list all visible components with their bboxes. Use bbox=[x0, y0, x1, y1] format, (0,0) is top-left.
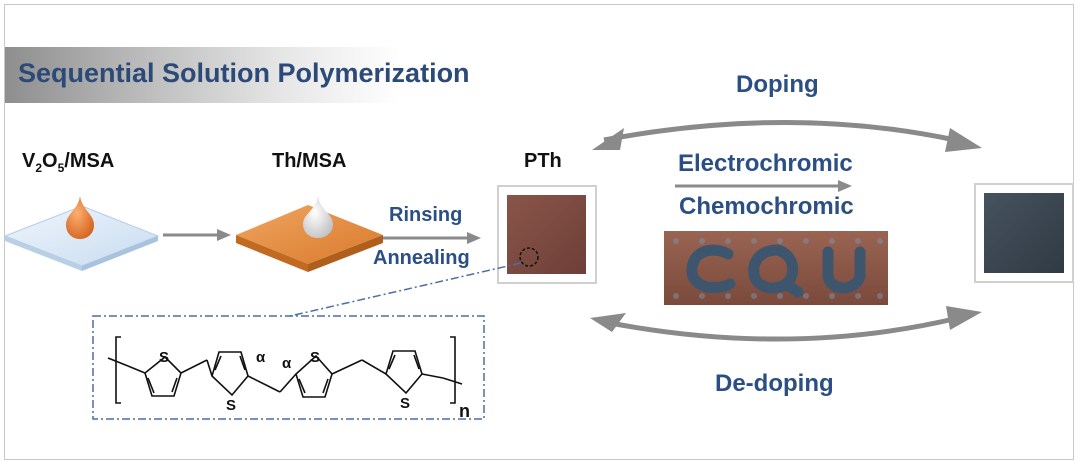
cqu-pattern-strip bbox=[664, 231, 888, 305]
th-msa-label: Th/MSA bbox=[272, 150, 347, 172]
sulfur-atom-3: S bbox=[310, 349, 320, 366]
th-droplet bbox=[303, 196, 333, 238]
pth-film-sample bbox=[497, 185, 597, 284]
sulfur-atom-2: S bbox=[226, 397, 236, 414]
dedoping-label: De-doping bbox=[715, 370, 834, 397]
doping-arrow bbox=[592, 120, 982, 152]
title-banner bbox=[5, 47, 400, 103]
sulfur-atom-1: S bbox=[159, 349, 169, 366]
letter-c-shape bbox=[686, 244, 736, 294]
alpha-label-2: α bbox=[282, 355, 292, 372]
doping-label: Doping bbox=[736, 71, 819, 98]
arrow-step-2 bbox=[383, 232, 481, 244]
v2o5-msa-label: V2O5/MSA bbox=[22, 150, 115, 175]
annealing-label: Annealing bbox=[373, 247, 470, 269]
pth-label: PTh bbox=[524, 150, 562, 172]
structure-box bbox=[92, 315, 485, 420]
electrochromic-label: Electrochromic bbox=[678, 150, 853, 177]
polythiophene-structure bbox=[107, 336, 463, 404]
letter-u-shape bbox=[822, 246, 866, 294]
chromic-arrow bbox=[675, 180, 852, 192]
alpha-label-1: α bbox=[256, 349, 266, 366]
v2o5-droplet bbox=[66, 196, 94, 239]
arrow-step-1 bbox=[163, 229, 231, 241]
figure-title: Sequential Solution Polymerization bbox=[18, 58, 470, 88]
zoom-marker-circle bbox=[519, 247, 539, 267]
rinsing-label: Rinsing bbox=[389, 204, 463, 226]
doped-film-sample bbox=[974, 183, 1074, 283]
sulfur-atom-4: S bbox=[400, 395, 410, 412]
chemochromic-label: Chemochromic bbox=[679, 193, 854, 220]
letter-q-shape bbox=[748, 244, 799, 294]
zoom-leader-line bbox=[289, 262, 522, 317]
repeat-unit-n: n bbox=[459, 401, 470, 421]
dedoping-arrow bbox=[590, 306, 982, 342]
